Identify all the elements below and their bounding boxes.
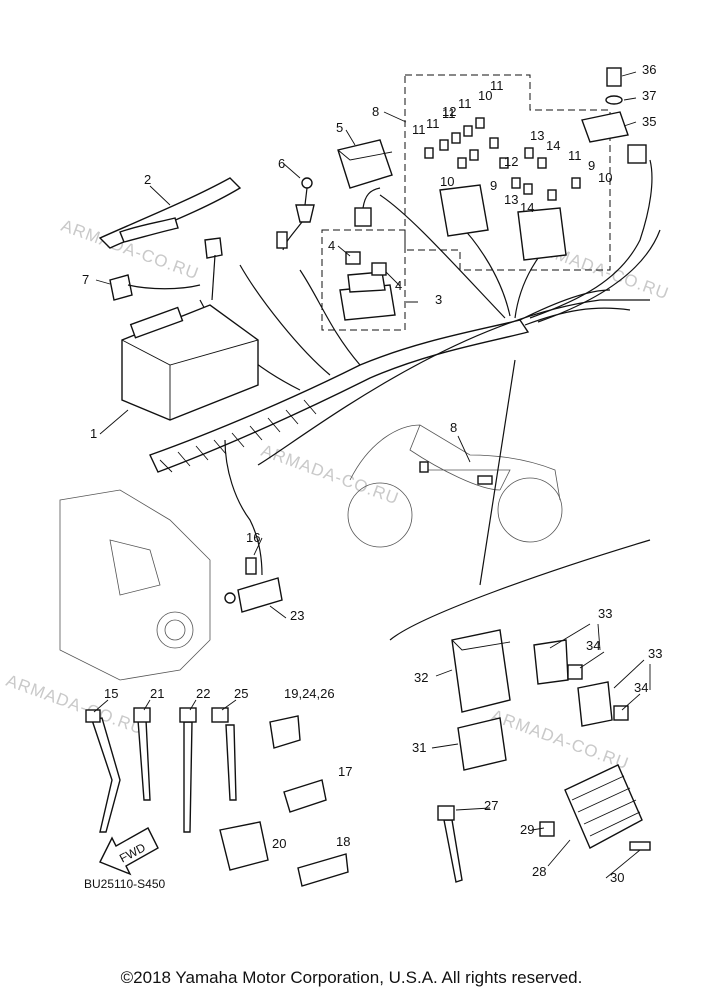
callout: 11 <box>490 78 504 93</box>
callout: 25 <box>234 686 248 701</box>
callout: 34 <box>586 638 600 653</box>
clamps <box>219 715 349 887</box>
callout: 30 <box>610 870 624 885</box>
callout: 31 <box>412 740 426 755</box>
callout: 20 <box>272 836 286 851</box>
sensor-assembly <box>581 67 647 164</box>
callout: 10 <box>478 88 492 103</box>
callout: 9 <box>490 178 497 193</box>
callout: 1 <box>90 426 97 441</box>
leader-lines <box>93 71 651 879</box>
callout: 3 <box>435 292 442 307</box>
detail-callout-lines <box>257 299 651 641</box>
callout: 14 <box>546 138 560 153</box>
callout: 11 <box>412 122 426 137</box>
diagram-code: BU25110-S450 <box>84 877 165 891</box>
relay <box>337 139 393 227</box>
parts-diagram: ARMADA-CO.RU ARMADA-CO.RU ARMADA-CO.RU A… <box>4 62 672 891</box>
callout: 37 <box>642 88 656 103</box>
callout: 5 <box>336 120 343 135</box>
starter-relay <box>321 229 406 331</box>
callout: 11 <box>568 148 582 163</box>
callout: 2 <box>144 172 151 187</box>
callout: 29 <box>520 822 534 837</box>
callout: 11 <box>442 106 456 121</box>
callout: 23 <box>290 608 304 623</box>
battery-band <box>98 177 242 249</box>
callout: 36 <box>642 62 656 77</box>
callout: 10 <box>440 174 454 189</box>
callout: 4 <box>395 278 402 293</box>
callout: 18 <box>336 834 350 849</box>
callout: 28 <box>532 864 546 879</box>
callout: 14 <box>520 200 534 215</box>
rectifier-regulator <box>539 764 651 851</box>
callout: 8 <box>450 420 457 435</box>
callout: 11 <box>458 96 472 111</box>
callout: 12 <box>442 104 456 119</box>
callouts: 1 2 3 4 4 5 6 7 8 8 9 9 10 10 10 11 11 1… <box>82 62 662 885</box>
callout: 27 <box>484 798 498 813</box>
callout: 7 <box>82 272 89 287</box>
callout: 19,24,26 <box>284 686 335 701</box>
engine-outline <box>59 489 211 681</box>
callout: 32 <box>414 670 428 685</box>
sensor <box>224 557 283 613</box>
callout: 16 <box>246 530 260 545</box>
callout: 22 <box>196 686 210 701</box>
ground-lead <box>276 177 315 251</box>
callout: 9 <box>588 158 595 173</box>
callout: 17 <box>338 764 352 779</box>
battery <box>109 237 259 421</box>
control-unit <box>457 717 507 771</box>
callout: 4 <box>328 238 335 253</box>
cable-ties <box>85 707 463 883</box>
ecu-box <box>451 629 511 713</box>
fwd-arrow: FWD <box>99 827 159 876</box>
callout: 12 <box>504 154 518 169</box>
callout: 35 <box>642 114 656 129</box>
callout: 6 <box>278 156 285 171</box>
fuse-box-assembly <box>404 74 611 271</box>
callout: 34 <box>634 680 648 695</box>
callout: 33 <box>598 606 612 621</box>
watermark: ARMADA-CO.RU <box>4 671 147 739</box>
callout: 8 <box>372 104 379 119</box>
callout: 10 <box>598 170 612 185</box>
copyright-notice: ©2018 Yamaha Motor Corporation, U.S.A. A… <box>120 968 583 987</box>
callout: 33 <box>648 646 662 661</box>
callout: 15 <box>104 686 118 701</box>
callout: 21 <box>150 686 164 701</box>
callout: 13 <box>530 128 544 143</box>
motorcycle-outline <box>347 424 563 548</box>
callout: 13 <box>504 192 518 207</box>
callout: 11 <box>426 116 440 131</box>
wire-harness <box>149 159 661 576</box>
connectors <box>533 639 629 727</box>
